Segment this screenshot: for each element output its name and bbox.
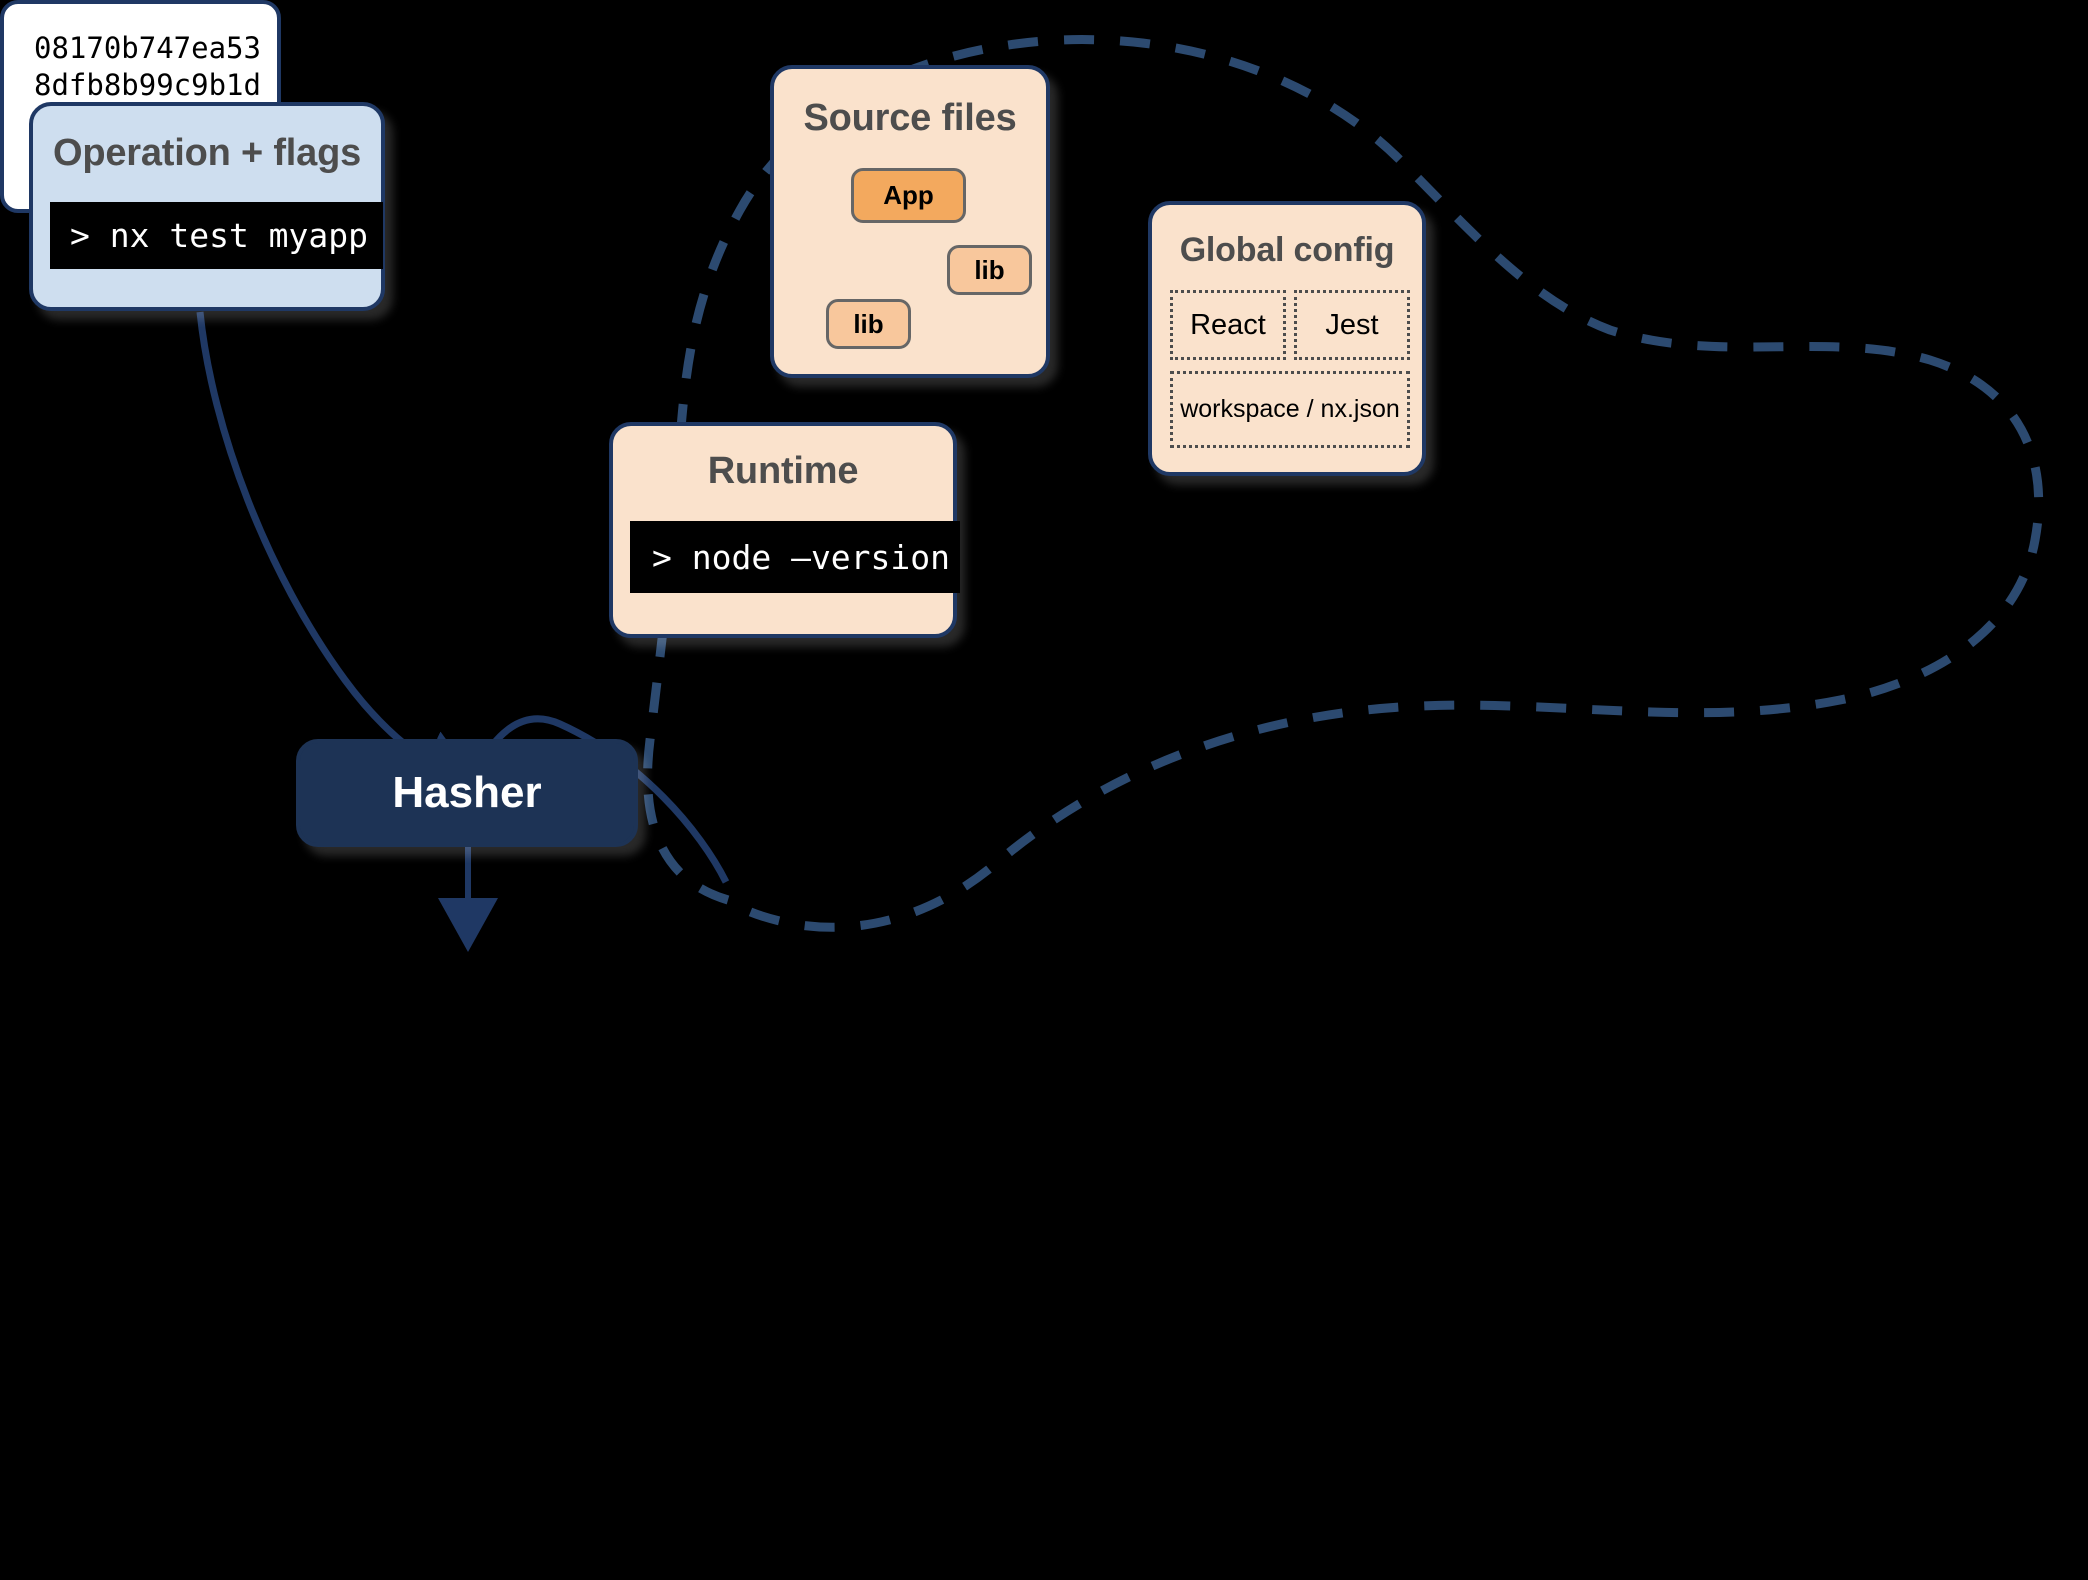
global-config-cell-react: React	[1170, 290, 1286, 360]
global-config-cell-workspace-label: workspace / nx.json	[1180, 395, 1400, 423]
source-node-app-label: App	[883, 180, 934, 210]
source-node-lib-left: lib	[826, 299, 911, 349]
runtime-command-text: > node –version	[652, 537, 951, 577]
source-node-lib-right: lib	[947, 245, 1032, 295]
runtime-title: Runtime	[707, 450, 859, 492]
global-config-title: Global config	[1179, 231, 1395, 269]
runtime-card: Runtime > node –version	[609, 422, 960, 638]
global-config-cell-workspace: workspace / nx.json	[1170, 371, 1410, 448]
hasher-node: Hasher	[296, 739, 638, 847]
global-config-cell-react-label: React	[1190, 308, 1266, 341]
source-node-lib-left-label: lib	[853, 308, 884, 339]
runtime-command-terminal: > node –version	[630, 521, 960, 593]
operation-command-text: > nx test myapp	[70, 216, 369, 255]
global-config-cell-jest-label: Jest	[1325, 308, 1379, 341]
hasher-label: Hasher	[392, 768, 542, 817]
operation-command-terminal: > nx test myapp	[50, 202, 383, 269]
source-node-app: App	[851, 168, 966, 223]
global-config-card: Global config	[1148, 201, 1426, 476]
wire-operation-to-hasher	[196, 311, 483, 795]
operation-flags-card: Operation + flags > nx test myapp	[29, 102, 385, 311]
source-node-lib-right-label: lib	[974, 254, 1005, 285]
global-config-cell-jest: Jest	[1294, 290, 1410, 360]
operation-flags-title: Operation + flags	[52, 132, 362, 174]
source-files-title: Source files	[803, 97, 1017, 139]
